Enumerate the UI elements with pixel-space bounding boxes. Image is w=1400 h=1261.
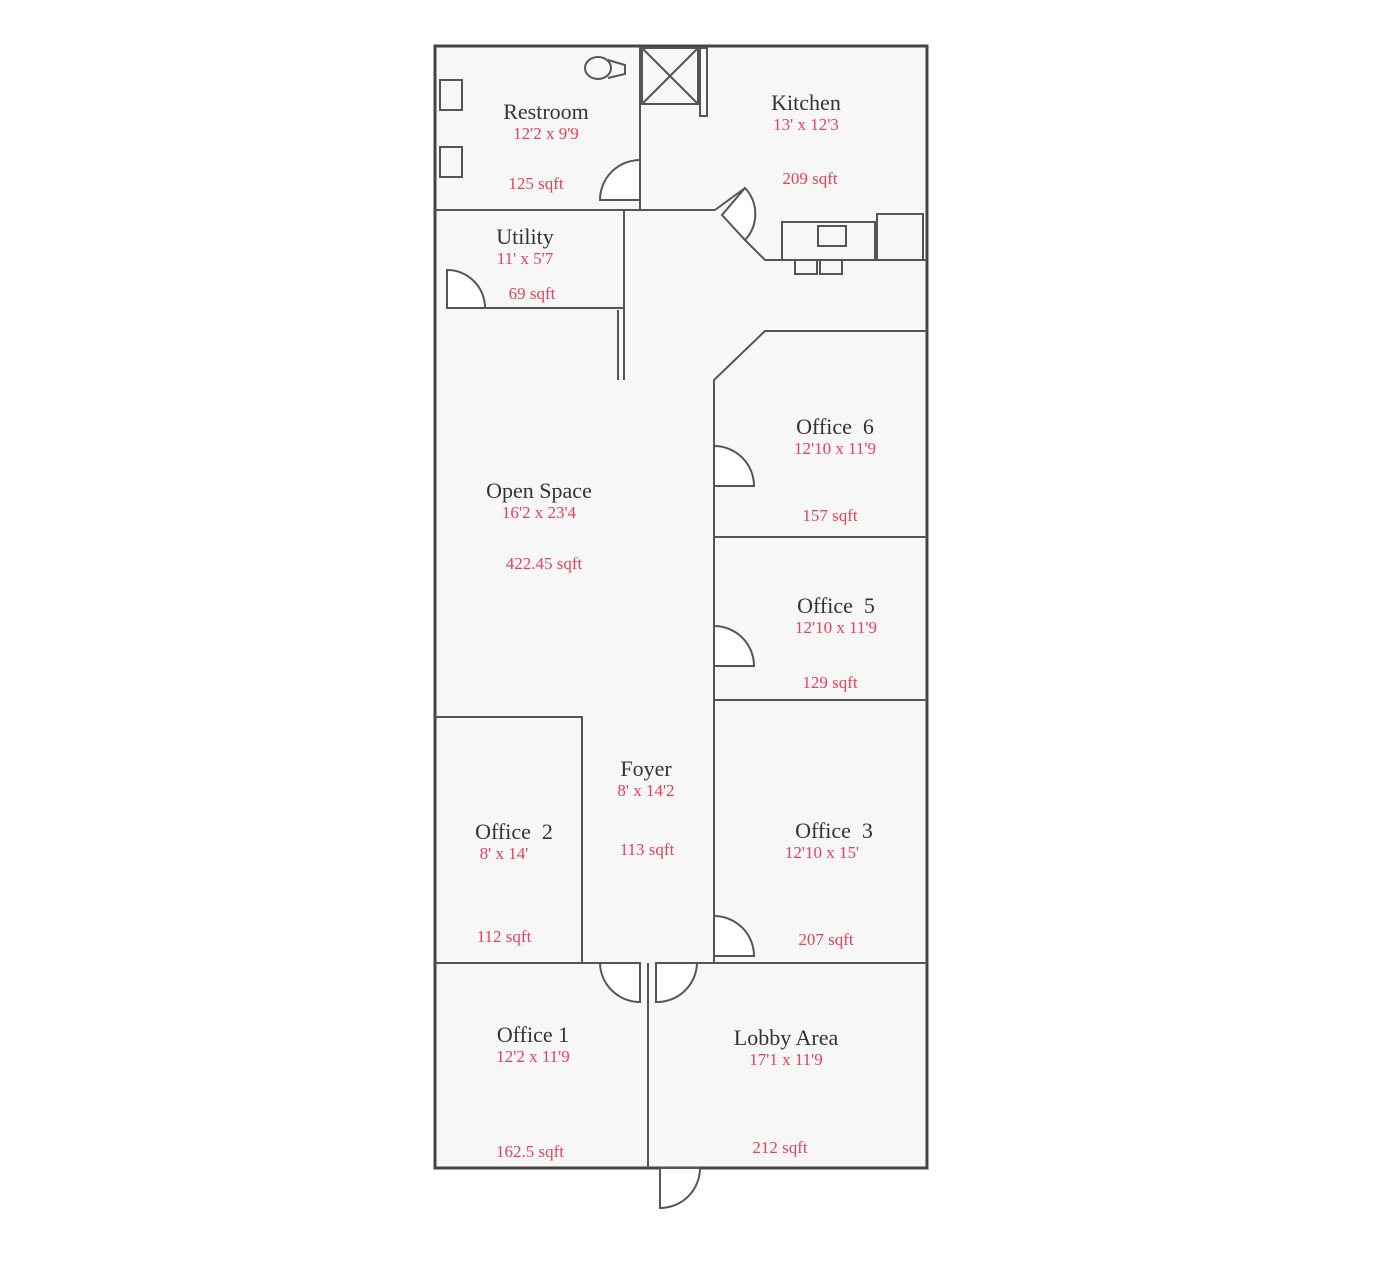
room-dimensions: 12'2 x 9'9 bbox=[513, 124, 579, 143]
room-dimensions: 12'2 x 11'9 bbox=[496, 1047, 570, 1066]
room-dimensions: 12'10 x 11'9 bbox=[794, 439, 876, 458]
room-name: Lobby Area bbox=[733, 1025, 839, 1050]
room-area: 113 sqft bbox=[619, 840, 675, 859]
room-office-6: Office 6 12'10 x 11'9 bbox=[794, 415, 876, 459]
room-name: Office 2 bbox=[475, 819, 553, 844]
room-utility: Utility 11' x 5'7 bbox=[496, 225, 553, 269]
room-office-1: Office 1 12'2 x 11'9 bbox=[496, 1023, 570, 1067]
room-area: 212 sqft bbox=[752, 1138, 808, 1157]
room-area: 422.45 sqft bbox=[505, 554, 583, 573]
door-office1[interactable] bbox=[598, 962, 641, 1004]
room-area: 69 sqft bbox=[508, 284, 556, 303]
door-restroom[interactable] bbox=[598, 158, 641, 201]
room-area: 112 sqft bbox=[476, 927, 532, 946]
room-name: Kitchen bbox=[771, 90, 841, 115]
room-dimensions: 17'1 x 11'9 bbox=[749, 1050, 823, 1069]
room-name: Office 1 bbox=[496, 1022, 570, 1047]
room-name: Restroom bbox=[503, 99, 589, 124]
room-name: Open Space bbox=[486, 478, 592, 503]
door-lobby[interactable] bbox=[655, 962, 699, 1004]
room-lobby-area: Lobby Area 17'1 x 11'9 bbox=[734, 1026, 838, 1070]
room-name: Foyer bbox=[620, 756, 672, 781]
room-dimensions: 12'10 x 15' bbox=[784, 843, 860, 862]
room-area: 207 sqft bbox=[798, 930, 854, 949]
room-open-space: Open Space 16'2 x 23'4 bbox=[486, 479, 592, 523]
door-office6[interactable] bbox=[713, 444, 756, 487]
room-dimensions: 8' x 14' bbox=[479, 844, 529, 863]
room-dimensions: 12'10 x 11'9 bbox=[795, 618, 877, 637]
door-office3[interactable] bbox=[713, 914, 756, 957]
door-office5[interactable] bbox=[713, 624, 756, 667]
room-dimensions: 16'2 x 23'4 bbox=[501, 503, 577, 522]
room-kitchen: Kitchen 13' x 12'3 bbox=[771, 91, 841, 135]
room-name: Office 6 bbox=[796, 414, 874, 439]
room-area: 129 sqft bbox=[802, 673, 858, 692]
room-area: 125 sqft bbox=[508, 174, 564, 193]
room-office-3: Office 3 12'10 x 15' bbox=[785, 818, 873, 863]
room-office-2: Office 2 8' x 14' bbox=[475, 820, 553, 864]
room-area: 162.5 sqft bbox=[496, 1142, 564, 1161]
room-name: Office 5 bbox=[797, 593, 875, 618]
room-foyer: Foyer 8' x 14'2 bbox=[617, 757, 674, 801]
room-dimensions: 13' x 12'3 bbox=[773, 115, 839, 134]
room-dimensions: 11' x 5'7 bbox=[496, 249, 554, 268]
door-entrance[interactable] bbox=[659, 1167, 702, 1210]
room-area: 209 sqft bbox=[782, 169, 838, 188]
room-name: Office 3 bbox=[795, 818, 873, 843]
room-restroom: Restroom 12'2 x 9'9 bbox=[503, 100, 589, 144]
room-dimensions: 8' x 14'2 bbox=[617, 781, 675, 800]
room-office-5: Office 5 12'10 x 11'9 bbox=[795, 594, 877, 638]
door-utility[interactable] bbox=[446, 268, 487, 309]
room-name: Utility bbox=[496, 224, 554, 249]
door-kitchen[interactable] bbox=[720, 186, 757, 242]
room-area: 157 sqft bbox=[802, 506, 858, 525]
